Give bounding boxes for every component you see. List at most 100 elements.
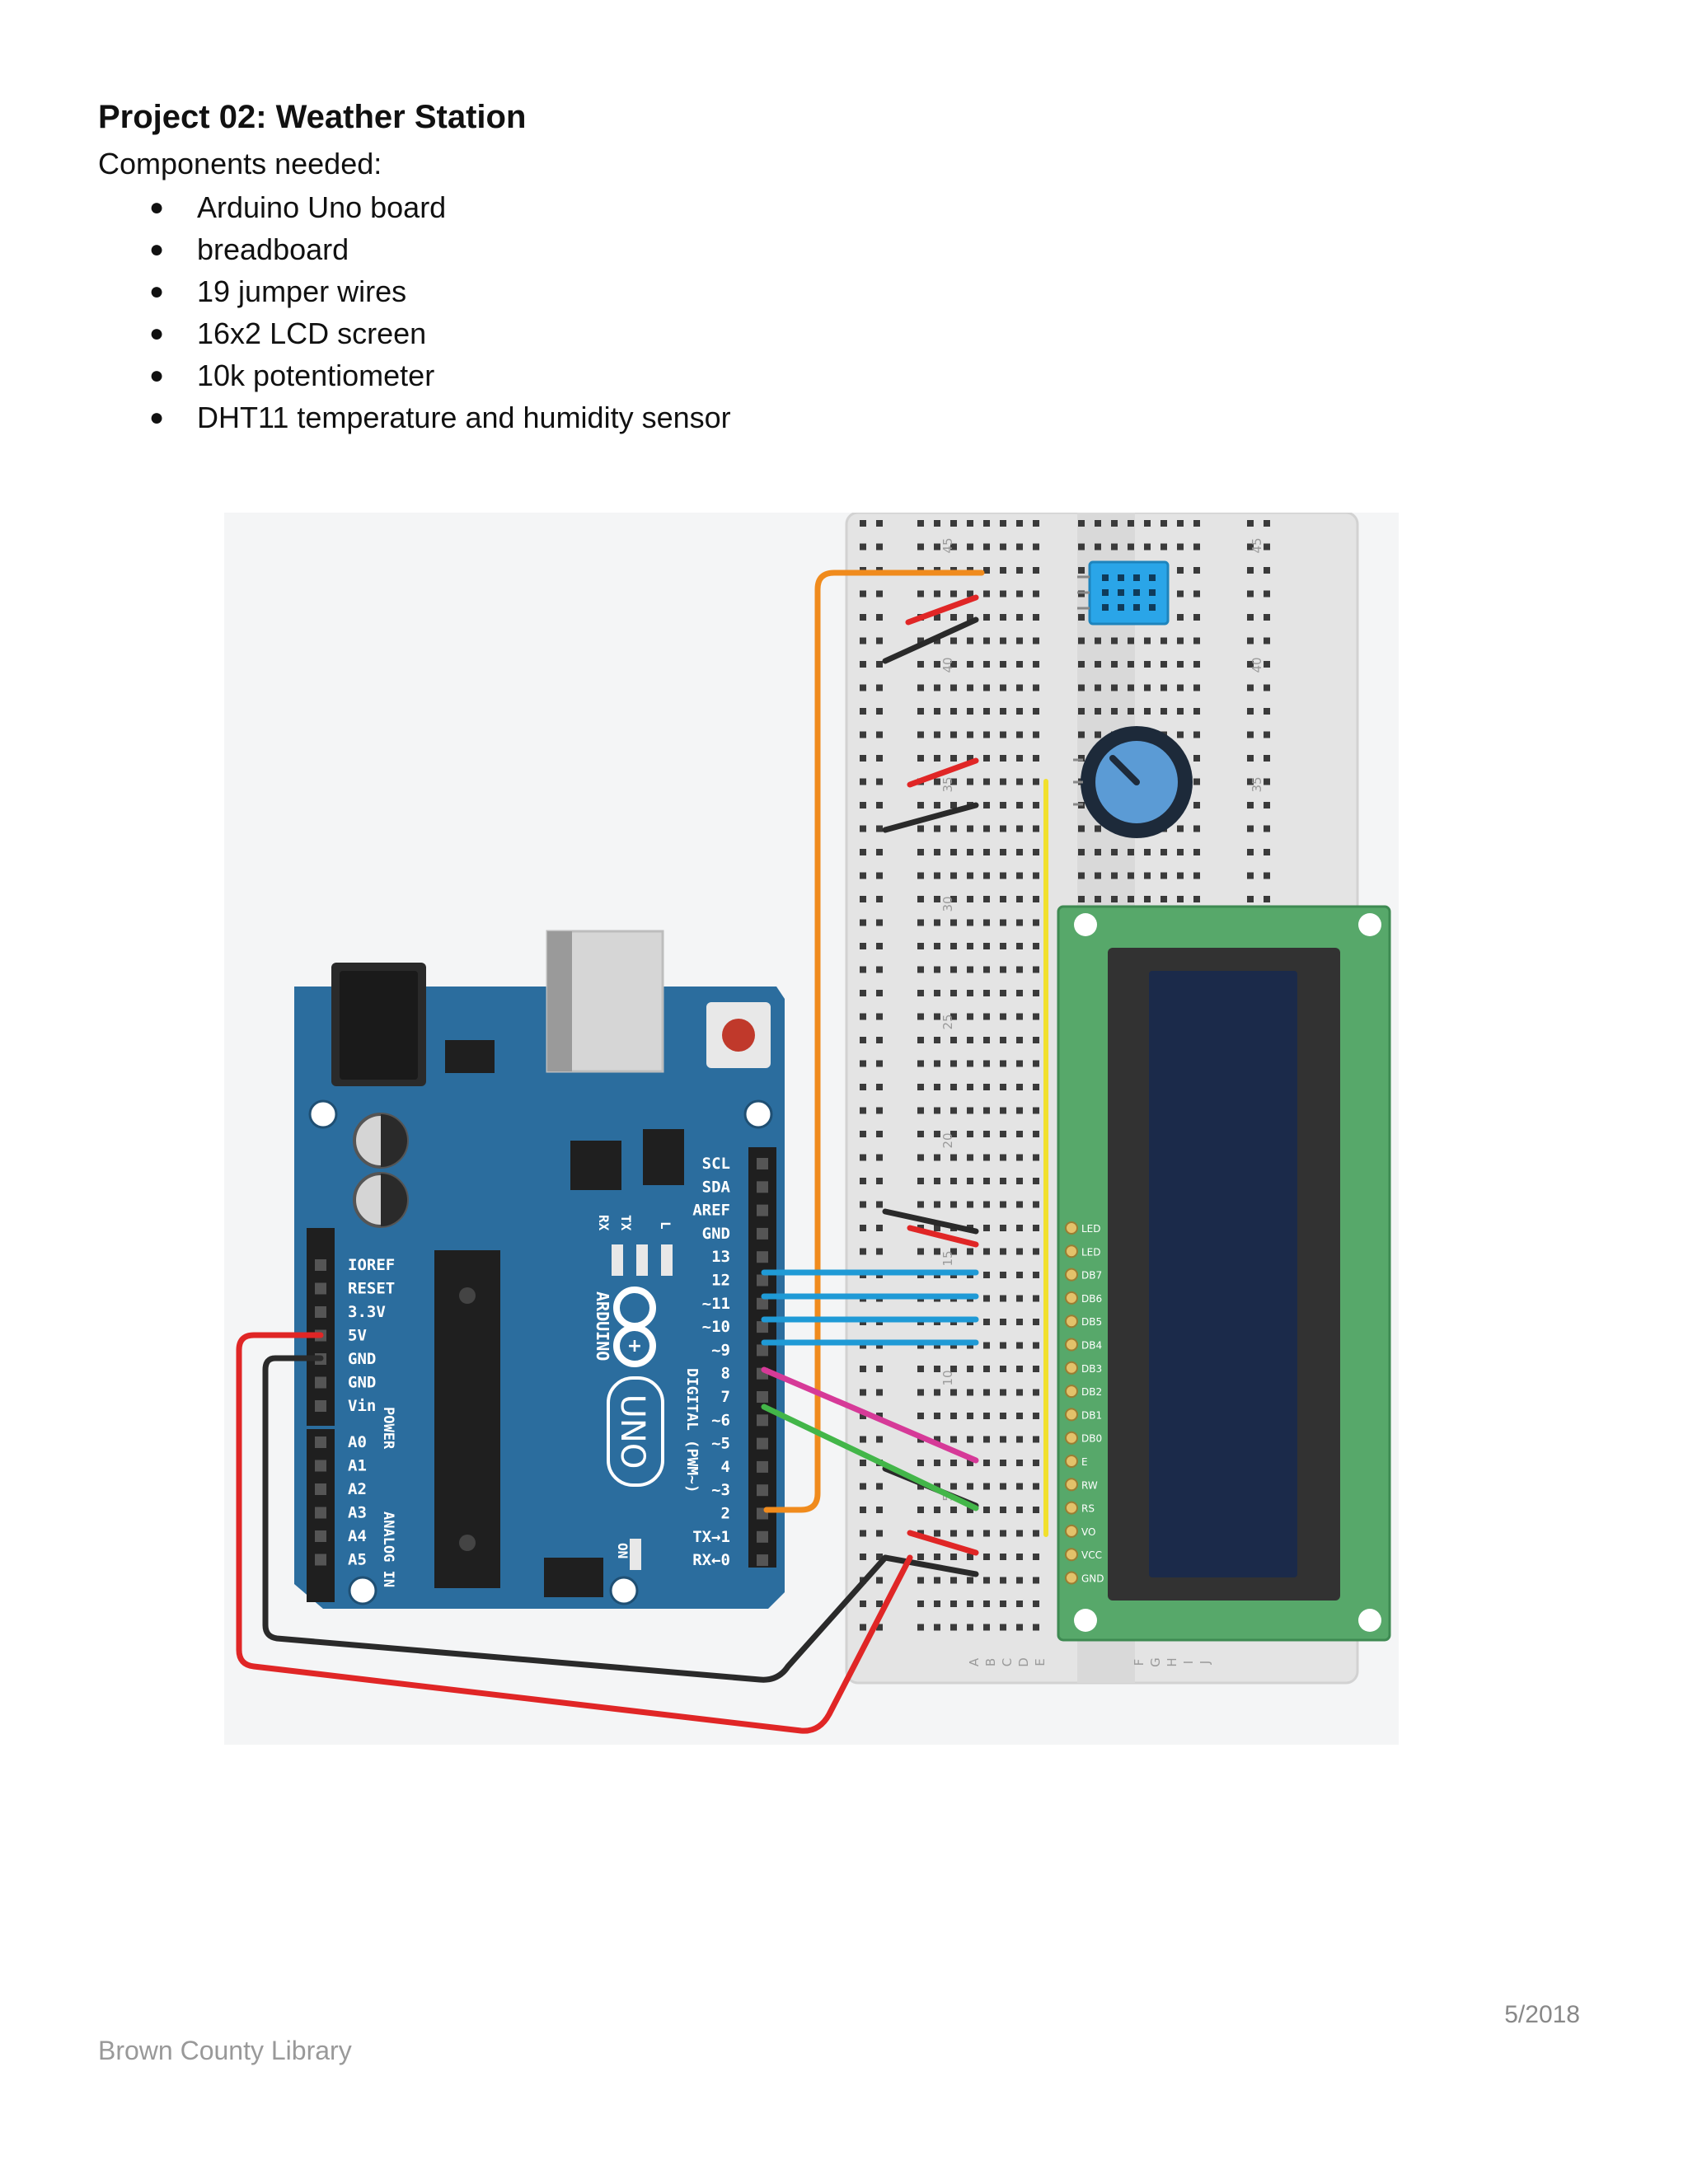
breadboard-hole: [950, 1131, 957, 1137]
breadboard-hole: [1247, 520, 1254, 527]
breadboard-hole: [983, 637, 990, 644]
breadboard-hole: [934, 590, 940, 598]
breadboard-hole: [1160, 849, 1167, 855]
breadboard-hole: [917, 1389, 924, 1396]
dht11-sensor: [1077, 560, 1170, 626]
list-item-label: breadboard: [197, 232, 349, 266]
header-pin: [315, 1460, 326, 1472]
breadboard-hole: [967, 1084, 973, 1090]
breadboard-hole: [934, 1225, 940, 1231]
breadboard-hole: [1128, 637, 1134, 644]
breadboard-hole: [1000, 590, 1006, 598]
breadboard-hole: [876, 990, 883, 996]
breadboard-hole: [967, 590, 973, 598]
breadboard-hole: [934, 966, 940, 973]
breadboard-hole: [1000, 1037, 1006, 1043]
breadboard-hole: [1033, 1460, 1039, 1466]
breadboard-hole: [983, 590, 990, 598]
breadboard-hole: [1000, 1131, 1006, 1137]
header-pin: [315, 1306, 326, 1318]
breadboard-hole: [1033, 755, 1039, 762]
breadboard-hole: [1177, 684, 1184, 691]
breadboard-hole: [860, 943, 866, 949]
breadboard-hole: [967, 1366, 973, 1372]
breadboard-hole: [1111, 637, 1118, 644]
breadboard-hole: [1033, 1319, 1039, 1325]
lcd-pin-label: GND: [1081, 1573, 1104, 1585]
breadboard-hole: [967, 614, 973, 621]
atmega-chip: [434, 1250, 500, 1588]
breadboard-hole: [1000, 1319, 1006, 1325]
breadboard-hole: [876, 590, 883, 598]
breadboard-hole: [967, 943, 973, 949]
breadboard-hole: [1000, 661, 1006, 668]
breadboard-hole: [917, 990, 924, 996]
breadboard-hole: [1247, 896, 1254, 902]
lcd-pin-label: DB0: [1081, 1433, 1102, 1445]
breadboard-hole: [967, 708, 973, 715]
list-item: ●DHT11 temperature and humidity sensor: [98, 396, 731, 438]
breadboard-hole: [934, 1577, 940, 1584]
breadboard-hole: [1033, 1272, 1039, 1278]
breadboard-hole: [876, 708, 883, 715]
lcd-pin: [1065, 1524, 1078, 1538]
digital-label: DIGITAL (PWM~): [683, 1368, 701, 1493]
breadboard-hole: [1000, 567, 1006, 574]
lcd-pin: [1065, 1338, 1078, 1352]
page-title: Project 02: Weather Station: [98, 99, 527, 135]
breadboard-hole: [1095, 708, 1101, 715]
header-pin: [757, 1414, 768, 1427]
breadboard-hole: [1193, 661, 1200, 668]
breadboard-hole: [917, 520, 924, 527]
breadboard-hole: [860, 1225, 866, 1231]
breadboard-hole: [1095, 684, 1101, 691]
breadboard-hole: [1177, 708, 1184, 715]
breadboard-hole: [1000, 1507, 1006, 1513]
breadboard-hole: [860, 1460, 866, 1466]
list-item-label: 16x2 LCD screen: [197, 316, 427, 350]
pin-label: IOREF: [348, 1256, 395, 1274]
breadboard-hole: [1078, 684, 1085, 691]
pin-label: ~3: [711, 1481, 730, 1499]
breadboard-hole: [1144, 543, 1151, 551]
breadboard-hole: [1016, 943, 1023, 949]
breadboard-hole: [1264, 614, 1270, 621]
breadboard-hole: [934, 1507, 940, 1513]
breadboard-hole: [934, 1624, 940, 1631]
breadboard-hole: [860, 708, 866, 715]
breadboard-hole: [983, 1624, 990, 1631]
breadboard-hole: [950, 755, 957, 762]
breadboard-hole: [1000, 802, 1006, 808]
breadboard-hole: [934, 731, 940, 738]
breadboard-hole: [1000, 1107, 1006, 1114]
breadboard-hole: [1016, 1460, 1023, 1466]
arduino-logo: +: [613, 1286, 656, 1367]
breadboard-hole: [983, 778, 990, 785]
breadboard-hole: [1193, 872, 1200, 879]
breadboard-hole: [967, 1436, 973, 1443]
breadboard-hole: [860, 1131, 866, 1137]
breadboard-hole: [967, 1577, 973, 1584]
breadboard-hole: [950, 1436, 957, 1443]
breadboard-hole: [1078, 567, 1085, 574]
breadboard-hole: [1193, 590, 1200, 598]
reset-button: [722, 1019, 755, 1052]
breadboard-hole: [934, 1366, 940, 1372]
breadboard-hole: [876, 661, 883, 668]
breadboard-hole: [967, 1248, 973, 1255]
wire-black: [882, 1208, 979, 1235]
breadboard-hole: [983, 1483, 990, 1490]
breadboard-hole: [1033, 778, 1039, 785]
breadboard-hole: [1264, 637, 1270, 644]
breadboard-hole: [967, 1554, 973, 1560]
breadboard-hole: [967, 1483, 973, 1490]
breadboard-hole: [860, 825, 866, 832]
breadboard-hole: [950, 1154, 957, 1161]
breadboard-hole: [1264, 849, 1270, 855]
breadboard-hole: [917, 1060, 924, 1067]
on-label: ON: [615, 1543, 631, 1558]
pin-label: SCL: [702, 1155, 730, 1173]
pin-label: 8: [721, 1365, 730, 1383]
breadboard-hole: [1033, 919, 1039, 926]
